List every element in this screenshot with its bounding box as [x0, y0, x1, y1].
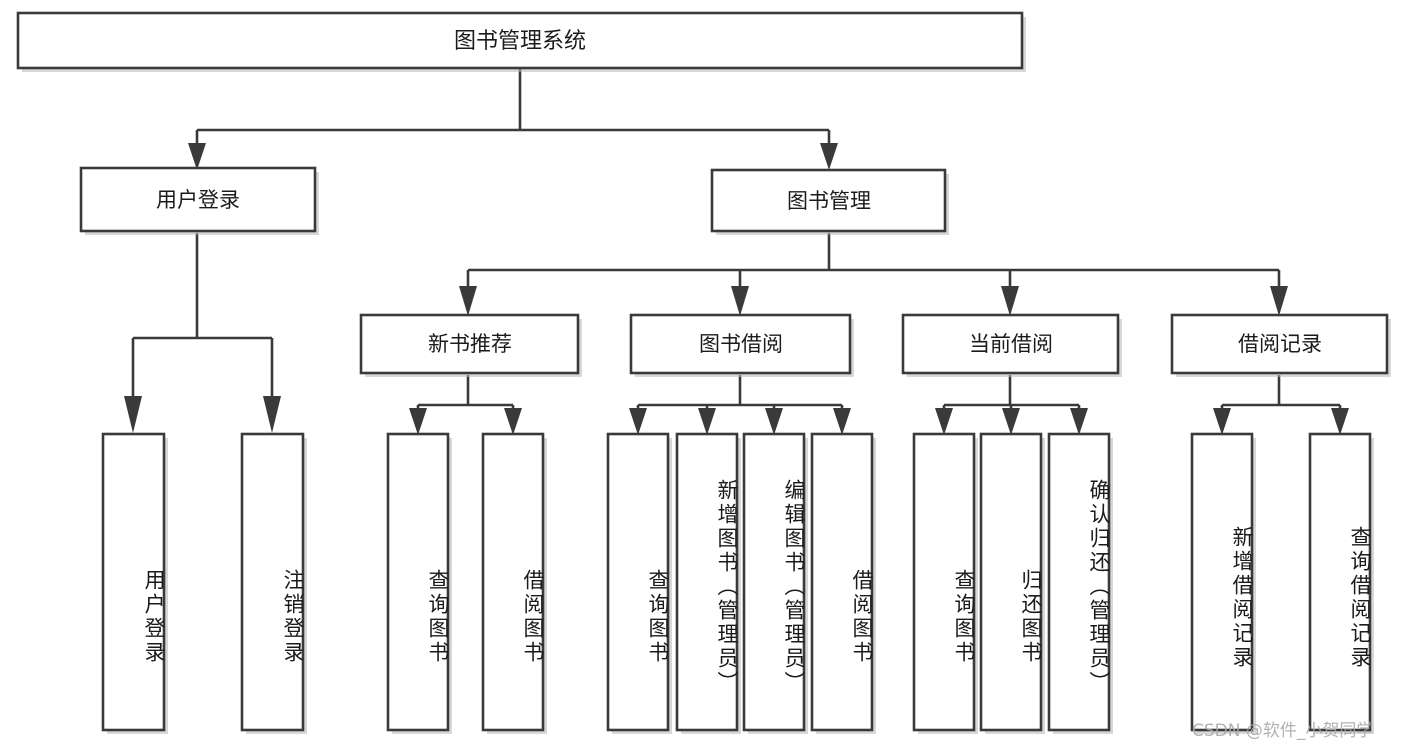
arrow-leaf-add-book [698, 408, 716, 435]
node-current-borrow-box[interactable] [901, 313, 1120, 375]
node-leaf-query-book-1-box[interactable] [386, 432, 450, 732]
node-new-book-recommend-label: 新书推荐 [428, 332, 512, 356]
node-borrow-record-label: 借阅记录 [1238, 332, 1322, 356]
node-book-borrow-label: 图书借阅 [699, 332, 783, 356]
node-leaf-user-login-box[interactable] [101, 432, 166, 732]
node-leaf-borrow-book-1-box[interactable] [481, 432, 545, 732]
arrow-leaf-confirm-return [1070, 408, 1088, 435]
arrow-current-borrow [1001, 286, 1019, 316]
arrow-leaf-query-book-2 [629, 408, 647, 435]
node-user-login-box[interactable] [79, 166, 317, 233]
arrow-leaf-borrow-book-2 [833, 408, 851, 435]
arrow-new-book-recommend [459, 286, 477, 316]
node-root-label: 图书管理系统 [454, 29, 586, 54]
node-leaf-logout-login-box[interactable] [240, 432, 305, 732]
node-book-borrow-box[interactable] [629, 313, 852, 375]
node-leaf-add-record-box[interactable] [1190, 432, 1254, 732]
arrow-user-login [188, 143, 206, 170]
node-root-box[interactable] [16, 11, 1024, 70]
arrow-leaf-return-book [1002, 408, 1020, 435]
arrow-leaf-add-record [1213, 408, 1231, 435]
node-book-manage-box[interactable] [710, 168, 947, 233]
arrow-leaf-logout-login [263, 396, 281, 433]
node-leaf-return-book-box[interactable] [979, 432, 1043, 732]
node-borrow-record-box[interactable] [1170, 313, 1389, 375]
arrow-leaf-query-record [1331, 408, 1349, 435]
arrow-book-borrow [731, 286, 749, 316]
arrow-leaf-query-book-3 [935, 408, 953, 435]
node-current-borrow-label: 当前借阅 [969, 332, 1053, 356]
node-leaf-add-book-box[interactable] [675, 432, 739, 732]
node-leaf-query-book-2-box[interactable] [606, 432, 670, 732]
node-new-book-recommend-box[interactable] [359, 313, 580, 375]
node-leaf-query-record-box[interactable] [1308, 432, 1372, 732]
arrow-leaf-query-book-1 [409, 408, 427, 435]
nodes-layer: 图书管理系统 用户登录 图书管理 新书推荐 图书借阅 当前借阅 借阅记录 [16, 11, 1391, 734]
node-user-login-label: 用户登录 [156, 188, 240, 212]
node-leaf-borrow-book-2-box[interactable] [810, 432, 874, 732]
node-leaf-query-book-3-box[interactable] [912, 432, 976, 732]
arrow-leaf-edit-book [765, 408, 783, 435]
arrow-leaf-user-login [124, 396, 142, 433]
arrow-leaf-borrow-book-1 [504, 408, 522, 435]
arrow-borrow-record [1270, 286, 1288, 316]
arrow-book-manage [820, 143, 838, 170]
csdn-watermark: CSDN @软件_小贺同学 [1192, 721, 1374, 741]
node-book-manage-label: 图书管理 [787, 189, 871, 213]
connectors-layer [124, 68, 1349, 435]
node-leaf-confirm-return-box[interactable] [1047, 432, 1111, 732]
node-leaf-edit-book-box[interactable] [742, 432, 806, 732]
